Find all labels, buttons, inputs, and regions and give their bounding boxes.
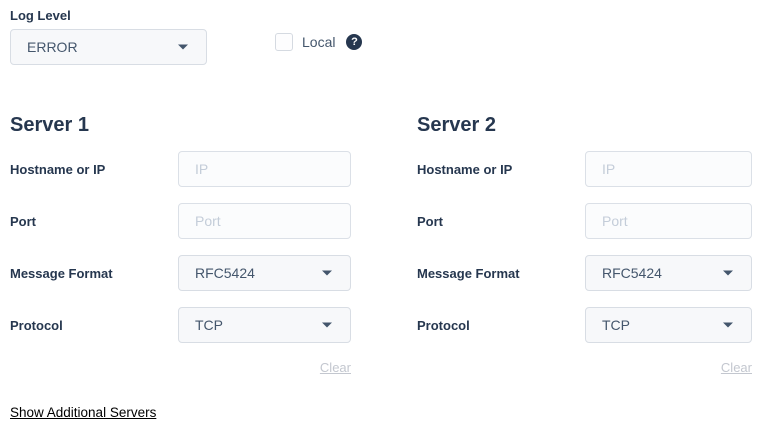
port-label: Port <box>417 213 443 229</box>
server-2-hostname-row: Hostname or IP <box>417 151 752 187</box>
log-level-group: Log Level ERROR <box>10 8 207 65</box>
question-circle-icon[interactable]: ? <box>346 34 363 50</box>
show-additional-servers-link[interactable]: Show Additional Servers <box>10 405 157 420</box>
server-1-message-format-row: Message Format RFC5424 <box>10 255 351 291</box>
log-level-select[interactable]: ERROR <box>10 29 207 65</box>
server-2-section: Server 2 Hostname or IP Port Message For… <box>417 115 752 375</box>
message-format-label: Message Format <box>10 265 113 281</box>
server-2-message-format-select[interactable]: RFC5424 <box>585 255 752 291</box>
server-1-message-format-select[interactable]: RFC5424 <box>178 255 351 291</box>
local-label: Local <box>302 34 336 50</box>
server-1-port-row: Port <box>10 203 351 239</box>
chevron-down-icon <box>322 270 332 276</box>
server-1-port-input[interactable] <box>178 203 351 239</box>
servers-grid: Server 1 Hostname or IP Port Message For… <box>10 115 752 375</box>
server-2-protocol-select[interactable]: TCP <box>585 307 752 343</box>
server-1-title: Server 1 <box>10 114 89 136</box>
server-2-clear-link[interactable]: Clear <box>720 360 752 375</box>
server-1-protocol-select[interactable]: TCP <box>178 307 351 343</box>
hostname-label: Hostname or IP <box>417 161 513 177</box>
server-2-port-row: Port <box>417 203 752 239</box>
protocol-value: TCP <box>602 317 630 333</box>
hostname-label: Hostname or IP <box>10 161 106 177</box>
server-1-protocol-row: Protocol TCP <box>10 307 351 343</box>
message-format-value: RFC5424 <box>195 265 255 281</box>
server-2-protocol-row: Protocol TCP <box>417 307 752 343</box>
server-2-title: Server 2 <box>417 114 496 136</box>
local-group: Local ? <box>275 33 363 51</box>
message-format-value: RFC5424 <box>602 265 662 281</box>
local-checkbox[interactable] <box>275 33 293 51</box>
port-label: Port <box>10 213 36 229</box>
chevron-down-icon <box>322 322 332 328</box>
server-1-section: Server 1 Hostname or IP Port Message For… <box>10 115 351 375</box>
protocol-label: Protocol <box>10 317 63 333</box>
server-2-message-format-row: Message Format RFC5424 <box>417 255 752 291</box>
syslog-settings-panel: Log Level ERROR Local ? Server 1 Hostnam… <box>0 8 762 431</box>
server-2-clear-row: Clear <box>417 359 752 375</box>
server-1-clear-row: Clear <box>10 359 351 375</box>
server-1-clear-link[interactable]: Clear <box>319 360 351 375</box>
server-1-hostname-row: Hostname or IP <box>10 151 351 187</box>
protocol-value: TCP <box>195 317 223 333</box>
server-1-hostname-input[interactable] <box>178 151 351 187</box>
server-2-hostname-input[interactable] <box>585 151 752 187</box>
server-2-port-input[interactable] <box>585 203 752 239</box>
chevron-down-icon <box>178 44 188 50</box>
message-format-label: Message Format <box>417 265 520 281</box>
log-level-label: Log Level <box>10 8 71 23</box>
chevron-down-icon <box>723 270 733 276</box>
protocol-label: Protocol <box>417 317 470 333</box>
chevron-down-icon <box>723 322 733 328</box>
log-level-value: ERROR <box>27 39 78 55</box>
